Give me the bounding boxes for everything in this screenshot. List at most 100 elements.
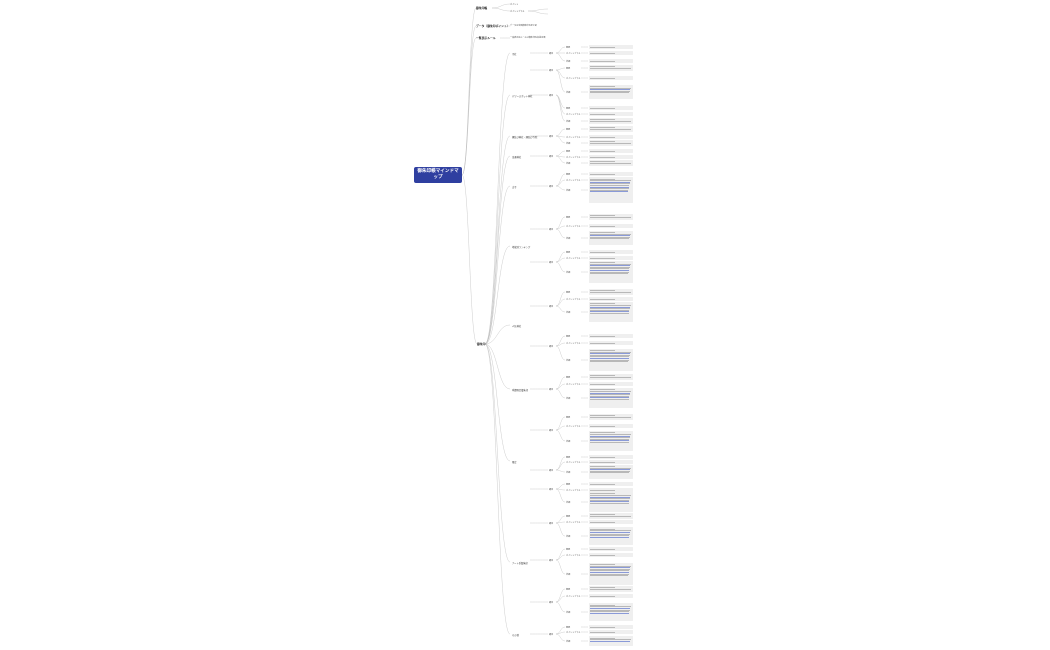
sub-node[interactable]: 項目 [549, 633, 554, 636]
branch-goshuincho-child-1[interactable]: ポイント [510, 4, 519, 6]
leaf-note-box [589, 51, 633, 55]
leaf-text-line [590, 392, 631, 394]
leaf-text-line [590, 127, 616, 128]
branch-goshuincho[interactable]: 御朱印帳 [476, 6, 488, 10]
category-node[interactable]: 地域別ランキング [512, 245, 531, 249]
leaf-text-line [590, 215, 616, 216]
category-node[interactable]: 寺社 [512, 52, 517, 56]
category-node[interactable]: 季節限定御朱印 [512, 388, 529, 392]
branch-list-rule[interactable]: 一覧表示ルール [476, 36, 496, 40]
sub-node[interactable]: 項目 [549, 94, 554, 97]
leaf-text-line [590, 268, 630, 270]
category-connector [484, 185, 511, 345]
detail-label: 概要 [566, 626, 571, 629]
leaf-note-box [589, 553, 633, 557]
sub-node[interactable]: 項目 [549, 228, 554, 231]
detail-connector [555, 342, 566, 347]
sub-node[interactable]: 項目 [549, 601, 554, 604]
category-node[interactable]: 金運神社 [512, 155, 522, 159]
category-node[interactable]: 古寺 [512, 185, 517, 189]
leaf-text-line [590, 521, 616, 523]
sub-node[interactable]: 項目 [549, 185, 554, 188]
leaf-text-line [590, 309, 630, 311]
leaf-text-line [590, 435, 631, 437]
category-node[interactable]: 人気神社 [512, 324, 522, 328]
leaf-text-line [590, 67, 631, 69]
leaf-text-line [590, 565, 631, 567]
category-node[interactable]: アート系御朱印 [512, 561, 528, 565]
category-node[interactable]: その他 [512, 633, 519, 637]
detail-connector [555, 429, 566, 442]
sub-node[interactable]: 項目 [549, 429, 554, 432]
detail-label: 概要 [566, 173, 571, 176]
leaf-text-line [590, 86, 616, 87]
detail-label: 詳細 [566, 142, 571, 145]
category-node[interactable]: パワースポット神社 [512, 94, 533, 98]
leaf-text-line [590, 425, 616, 427]
branch-data-child-1[interactable]: データは全国御朱印のまとめ [510, 25, 538, 27]
leaf-text-line [590, 631, 616, 633]
sub-node[interactable]: 項目 [549, 261, 554, 264]
leaf-text-line [590, 180, 631, 181]
sub-node[interactable]: 項目 [549, 155, 554, 158]
leaf-text-line [590, 434, 631, 435]
leaf-text-line [590, 66, 616, 67]
leaf-text-line [590, 257, 616, 259]
leaf-text-line [590, 415, 616, 416]
sub-node[interactable]: 項目 [549, 345, 554, 348]
leaf-note-box [589, 630, 633, 634]
sub-node[interactable]: 項目 [549, 488, 554, 491]
leaf-text-line [590, 141, 616, 142]
leaf-text-line [590, 120, 631, 122]
detail-label: 概要 [566, 107, 571, 110]
sub-node[interactable]: 項目 [549, 522, 554, 525]
sub-node[interactable]: 項目 [549, 388, 554, 391]
leaf-text-line [590, 466, 616, 467]
category-node[interactable]: 縁結び神社・縁結び寺院 [512, 135, 538, 139]
detail-connector [555, 461, 566, 471]
leaf-text-line [590, 291, 631, 293]
leaf-text-line [590, 469, 631, 470]
leaf-note-box [589, 106, 633, 110]
root-node[interactable]: 御朱印帳マインドマップ [414, 167, 462, 183]
detail-connector [555, 179, 566, 187]
leaf-text-line [590, 394, 630, 395]
leaf-note-box [589, 547, 633, 551]
leaf-text-line [590, 235, 631, 236]
leaf-note-box [589, 139, 633, 147]
leaf-text-line [590, 269, 630, 271]
sub-node[interactable]: 項目 [549, 69, 554, 72]
leaf-note-box [589, 135, 633, 139]
leaf-text-line [590, 626, 616, 628]
leaf-text-line [590, 571, 630, 573]
leaf-text-line [590, 265, 631, 266]
leaf-text-line [590, 150, 616, 152]
detail-label: 詳細 [566, 359, 571, 362]
connector-line [491, 7, 511, 12]
leaf-text-line [590, 639, 631, 641]
leaf-text-line [590, 92, 630, 94]
detail-connector [555, 588, 566, 603]
branch-main[interactable]: 御朱印 [477, 342, 486, 346]
sub-node[interactable]: 項目 [549, 135, 554, 138]
detail-connector [555, 601, 566, 613]
category-node[interactable]: 限定 [512, 460, 517, 464]
branch-list-rule-child-1[interactable]: 一覧表示のルールは御朱印の名前の順 [510, 37, 546, 39]
leaf-text-line [590, 113, 616, 115]
detail-connector [555, 257, 566, 263]
detail-connector [555, 135, 566, 144]
sub-node[interactable]: 項目 [549, 469, 554, 472]
leaf-text-line [590, 389, 616, 391]
leaf-text-line [590, 173, 616, 175]
detail-label: 詳細 [566, 640, 571, 643]
detail-connector [555, 559, 566, 575]
branch-goshuincho-child-2[interactable]: ポイントプラス [510, 11, 525, 13]
leaf-text-line [590, 262, 616, 263]
sub-node[interactable]: 項目 [549, 305, 554, 308]
branch-data[interactable]: データ（御朱印ポイント） [476, 24, 510, 28]
leaf-note-box [589, 159, 633, 167]
sub-node[interactable]: 項目 [549, 559, 554, 562]
sub-node[interactable]: 項目 [549, 52, 554, 55]
detail-label: 詳細 [566, 237, 571, 240]
leaf-text-line [590, 533, 630, 535]
